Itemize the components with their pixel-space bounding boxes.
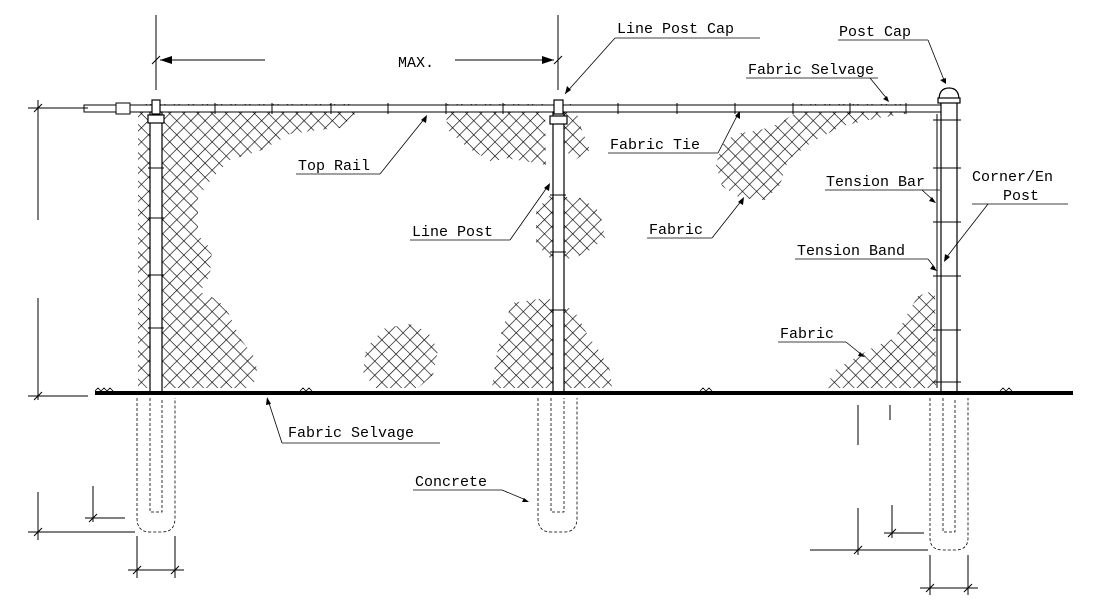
label-fabric-1: Fabric (649, 222, 703, 239)
label-tension-bar: Tension Bar (826, 174, 925, 191)
label-line-post: Line Post (412, 224, 493, 241)
corner-end-post (929, 87, 969, 551)
label-post-cap: Post Cap (839, 24, 911, 41)
label-fabric-tie: Fabric Tie (610, 137, 700, 154)
label-concrete: Concrete (415, 474, 487, 491)
label-tension-band: Tension Band (797, 243, 905, 260)
label-fabric-selvage-bottom: Fabric Selvage (288, 425, 414, 442)
label-corner-end-post-1: Corner/En (972, 169, 1053, 186)
leader-lines (266, 37, 1068, 502)
label-fabric-2: Fabric (780, 326, 834, 343)
label-line-post-cap: Line Post Cap (617, 21, 734, 38)
ground-line (94, 387, 1073, 395)
top-rail (83, 102, 943, 115)
label-fabric-selvage-top: Fabric Selvage (748, 62, 874, 79)
labels: MAX. Line Post Cap Post Cap Fabric Selva… (288, 21, 1053, 491)
label-top-rail: Top Rail (298, 158, 370, 175)
post-cap-dome (938, 87, 960, 101)
label-max: MAX. (398, 55, 434, 72)
left-post (136, 99, 176, 533)
label-corner-end-post-2: Post (1003, 188, 1039, 205)
dimension-lines (28, 15, 978, 595)
